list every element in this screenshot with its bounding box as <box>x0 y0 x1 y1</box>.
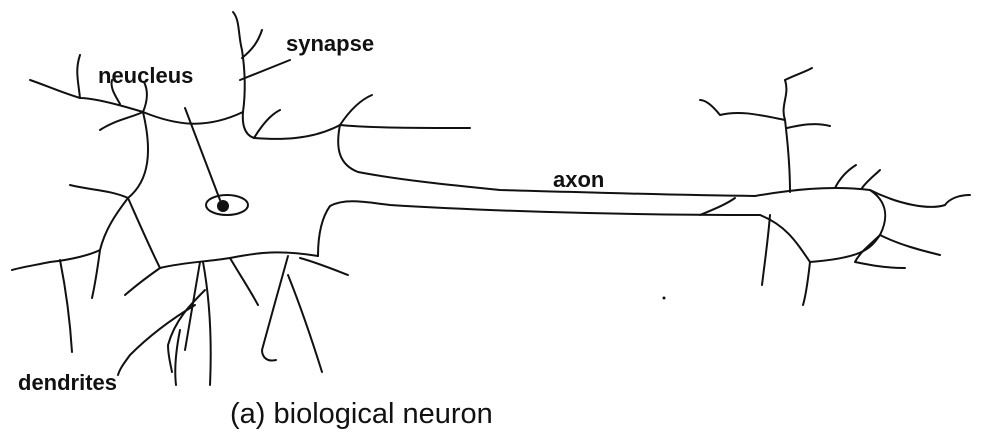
cell-body-outline <box>128 112 318 268</box>
terminal-branch <box>803 262 810 305</box>
terminal-branch <box>862 170 880 188</box>
dendrite <box>230 258 258 305</box>
dendrite <box>92 250 100 298</box>
nucleus-dot <box>217 200 229 212</box>
dendrite <box>262 256 288 361</box>
dendrites-label: dendrites <box>18 372 117 394</box>
dendrite <box>168 290 205 372</box>
synapse-pointer-line <box>240 60 290 80</box>
dendrite <box>340 125 470 128</box>
dendrite <box>242 30 262 58</box>
terminal-branch <box>784 80 790 192</box>
dendrite <box>288 275 322 372</box>
terminal-branch <box>855 235 905 268</box>
axon-terminal <box>755 188 885 262</box>
dendrite <box>60 260 72 352</box>
dendrite <box>125 268 160 295</box>
axon-lower-edge <box>318 201 760 256</box>
terminal-branch <box>870 190 970 207</box>
terminal-branch <box>880 235 940 255</box>
terminal-branch <box>785 68 812 80</box>
terminal-branch <box>835 165 856 188</box>
axon-upper-edge <box>338 125 755 196</box>
dendrite <box>12 198 128 270</box>
dendrite <box>233 12 245 112</box>
dendrite <box>300 258 348 275</box>
dendrite <box>70 185 128 198</box>
terminal-branch <box>700 198 735 215</box>
dendrite <box>30 80 80 98</box>
dendrite <box>175 330 180 385</box>
synapse-label: synapse <box>286 33 374 55</box>
terminal-branch <box>700 100 785 120</box>
dendrite <box>100 112 143 130</box>
terminal-branch <box>787 124 830 128</box>
cell-body-top-edge <box>143 112 254 138</box>
dendrite <box>203 262 211 385</box>
stray-dot <box>663 297 666 300</box>
dendrite <box>254 110 280 138</box>
cell-body-right-edge <box>254 125 340 139</box>
axon-label: axon <box>553 169 604 191</box>
nucleus-label: neucleus <box>98 65 193 87</box>
terminal-branch <box>762 215 770 285</box>
figure-caption: (a) biological neuron <box>230 400 493 429</box>
dendrite <box>340 95 372 125</box>
